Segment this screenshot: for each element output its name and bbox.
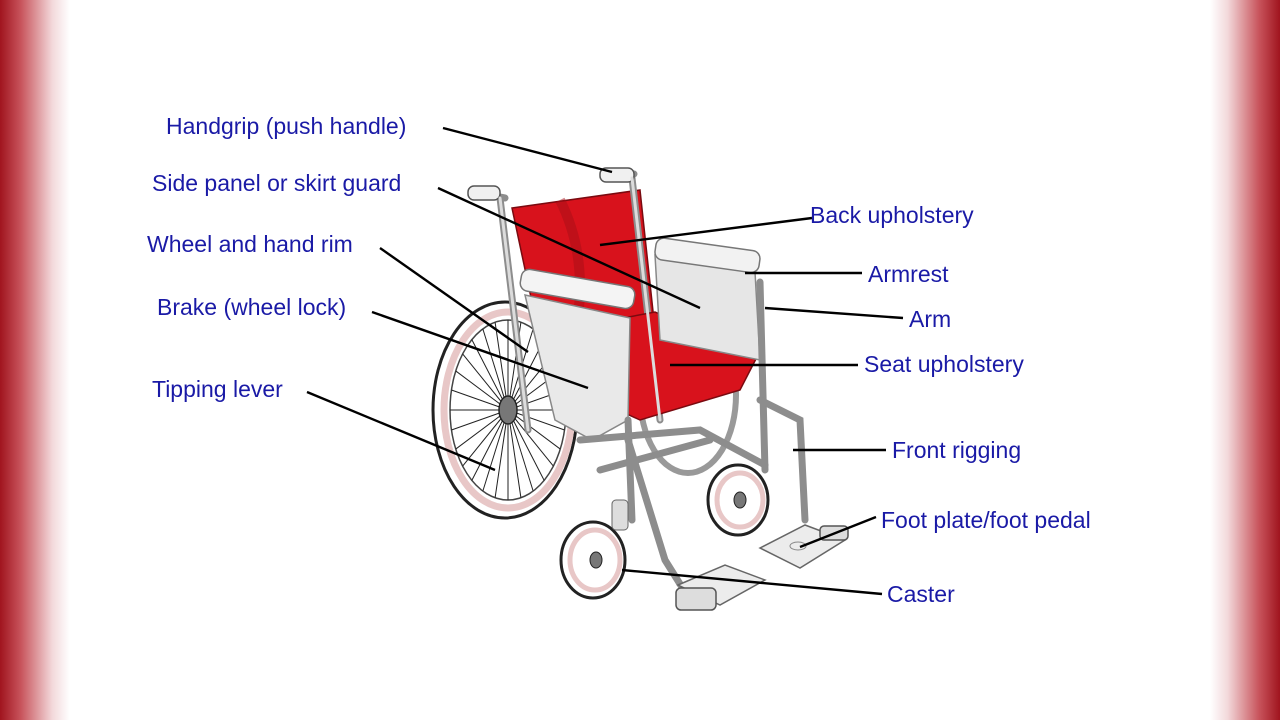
leader-foot-plate xyxy=(799,515,877,549)
side-panel-shape xyxy=(523,294,631,441)
label-front-rigging: Front rigging xyxy=(892,437,1021,463)
wheel-spoke xyxy=(482,328,509,411)
label-tipping-lever: Tipping lever xyxy=(152,376,283,402)
label-arm: Arm xyxy=(909,306,951,332)
wheel-spoke xyxy=(482,409,509,492)
leader-lines xyxy=(306,126,904,596)
leader-handgrip xyxy=(442,126,613,174)
wheel-spoke xyxy=(471,339,509,411)
leader-tipping-lever xyxy=(306,390,496,472)
label-seat-upholstery: Seat upholstery xyxy=(864,351,1024,377)
wheel-spoke xyxy=(507,409,545,481)
armrest-shape xyxy=(519,268,636,310)
wheel-spoke xyxy=(507,409,534,492)
wheel-spoke xyxy=(507,409,522,498)
label-armrest: Armrest xyxy=(868,261,949,287)
label-side-panel: Side panel or skirt guard xyxy=(152,170,401,196)
label-foot-plate: Foot plate/foot pedal xyxy=(881,507,1091,533)
right-border-gradient xyxy=(1210,0,1280,720)
wheel-spoke xyxy=(494,409,509,498)
part-labels: Handgrip (push handle) Side panel or ski… xyxy=(147,113,1091,607)
wheel-spoke xyxy=(494,322,509,411)
leader-wheel xyxy=(379,247,529,353)
leader-caster xyxy=(621,568,883,596)
left-handgrip-shape xyxy=(467,185,501,201)
rear-wheel xyxy=(431,300,579,520)
front-caster-far xyxy=(706,463,770,537)
wheelchair-illustration xyxy=(431,167,849,611)
label-brake: Brake (wheel lock) xyxy=(157,294,346,320)
label-back-upholstery: Back upholstery xyxy=(810,202,974,228)
leader-brake xyxy=(371,310,589,390)
wheel-spoke xyxy=(471,409,509,481)
front-caster-near xyxy=(559,499,629,600)
leader-back-upholstery xyxy=(599,216,813,247)
leader-side-panel xyxy=(437,186,701,310)
left-border-gradient xyxy=(0,0,70,720)
leader-arm xyxy=(764,306,904,320)
label-handgrip: Handgrip (push handle) xyxy=(166,113,406,139)
label-wheel: Wheel and hand rim xyxy=(147,231,353,257)
label-caster: Caster xyxy=(887,581,955,607)
